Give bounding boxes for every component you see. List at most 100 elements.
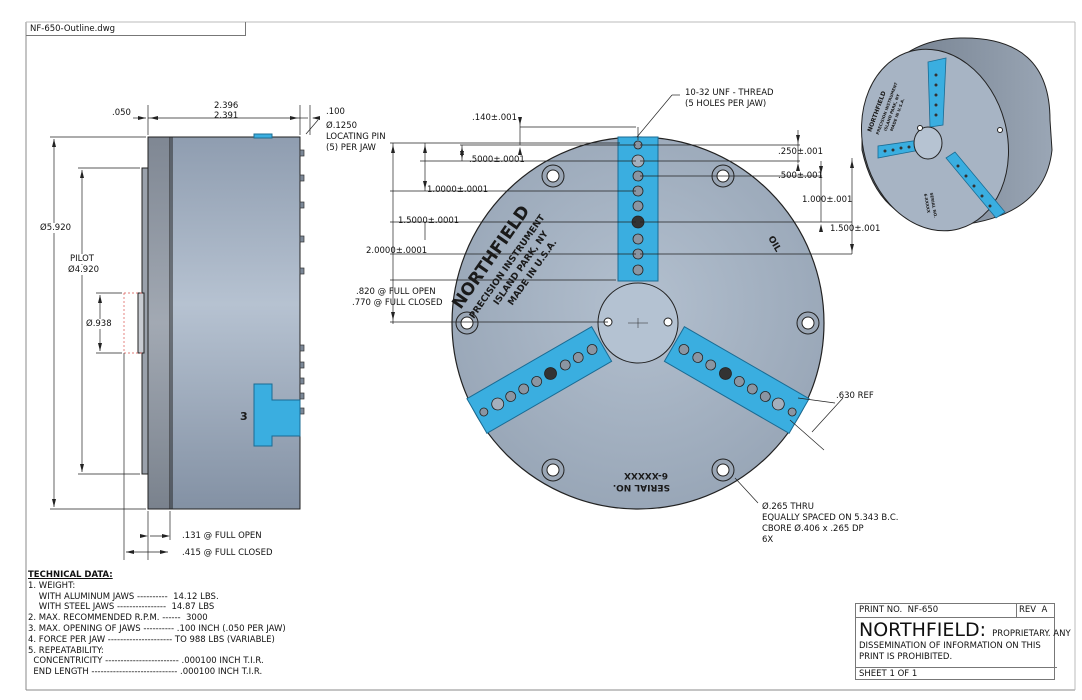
iso-jaws — [877, 57, 1006, 219]
iso-serial-label: SERIAL NO. — [929, 192, 938, 218]
tech-row: 2. MAX. RECOMMENDED R.P.M. ------ 3000 — [28, 613, 208, 624]
side-dia-938: Ø.938 — [86, 319, 112, 329]
side-locating-pins — [299, 149, 305, 415]
hole-note-1: Ø.265 THRU — [762, 502, 815, 512]
front-serial-engraving: SERIAL NO. 6-XXXXX — [613, 470, 670, 492]
jaw-hole-set-left — [479, 344, 598, 417]
front-dim-5000: .5000±.0001 — [469, 155, 525, 165]
side-dim-050: .050 — [112, 108, 131, 118]
front-serial-label: SERIAL NO. — [613, 482, 670, 492]
mount-hole — [711, 458, 735, 482]
tech-row: 1. WEIGHT: — [28, 580, 76, 591]
tech-row: WITH ALUMINUM JAWS ---------- 14.12 LBS. — [28, 591, 219, 602]
iso-hub — [913, 126, 943, 160]
tech-row: CONCENTRICITY ------------------------ .… — [28, 656, 264, 667]
jaw-hole-set-right — [678, 344, 797, 417]
iso-jaw-top — [927, 57, 947, 128]
front-ref-630: .630 REF — [836, 391, 874, 401]
hole-note-3: CBORE Ø.406 x .265 DP — [762, 524, 864, 534]
iso-mount-hole — [997, 127, 1003, 133]
print-number-field: PRINT NO. NF-650 — [859, 605, 938, 615]
iso-jaw-holes — [883, 73, 992, 208]
side-dim-2391: 2.391 — [214, 111, 239, 121]
thread-label-2: (5 HOLES PER JAW) — [685, 99, 767, 109]
tech-row: 3. MAX. OPENING OF JAWS ---------- .100 … — [28, 623, 286, 634]
side-dimension-lines — [50, 105, 320, 560]
front-dim-250: .250±.001 — [778, 147, 823, 157]
front-dim-15000: 1.5000±.0001 — [398, 216, 460, 226]
side-dia-5920: Ø5.920 — [40, 223, 72, 233]
front-arrowheads — [391, 117, 854, 320]
iso-serial-number: 6-XXXXX — [923, 193, 931, 213]
side-jaw-number: 3 — [240, 410, 248, 423]
company-line: NORTHFIELD: PROPRIETARY. ANY — [859, 620, 1071, 644]
jaw-hole-set-top — [631, 140, 645, 276]
print-no-value: NF-650 — [907, 605, 939, 615]
print-no-label: PRINT NO. — [859, 605, 903, 615]
front-dim-140: .140±.001 — [472, 113, 517, 123]
technical-data-title: TECHNICAL DATA: — [28, 570, 113, 580]
front-dim-1000: 1.000±.001 — [802, 195, 853, 205]
notice-line-2: DISSEMINATION OF INFORMATION ON THIS — [859, 641, 1041, 651]
mount-hole — [541, 164, 565, 188]
rev-value: A — [1041, 605, 1048, 615]
side-full-open: .131 @ FULL OPEN — [182, 531, 262, 541]
front-dim-10000: 1.0000±.0001 — [427, 185, 489, 195]
front-jaw-holes — [479, 140, 797, 417]
sheet-label: SHEET — [859, 669, 887, 679]
hole-note-2: EQUALLY SPACED ON 5.343 B.C. — [762, 513, 899, 523]
side-hidden-lines — [123, 292, 142, 354]
iso-jaw-right — [945, 151, 1006, 219]
side-dim-100: .100 — [326, 107, 345, 117]
tech-row: 5. REPEATABILITY: — [28, 645, 104, 656]
side-full-closed: .415 @ FULL CLOSED — [182, 548, 273, 558]
notice-line-3: PRINT IS PROHIBITED. — [859, 652, 953, 662]
rev-label: REV — [1019, 605, 1037, 615]
technical-data: TECHNICAL DATA: 1. WEIGHT: WITH ALUMINUM… — [28, 570, 286, 678]
sheet-field: SHEET 1 OF 1 — [856, 667, 1057, 680]
of-label: OF — [897, 669, 910, 679]
side-jaw-3 — [253, 383, 301, 447]
front-dim-20000: 2.0000±.0001 — [366, 246, 428, 256]
side-top-jaw-tab — [253, 133, 273, 139]
hole-note-4: 6X — [762, 535, 774, 545]
title-block-header: PRINT NO. NF-650 REV A — [856, 604, 1054, 618]
front-serial-number: 6-XXXXX — [624, 470, 668, 480]
front-mount-holes — [455, 164, 820, 482]
iso-engraving: NORTHFIELD PRECISION INSTRUMENT ISLAND P… — [866, 81, 905, 135]
locating-pin-label-2: LOCATING PIN — [326, 132, 386, 142]
revision-field: REV A — [1019, 605, 1047, 615]
jaw-full-closed: .770 @ FULL CLOSED — [352, 298, 443, 308]
mount-hole — [541, 458, 565, 482]
company-name: NORTHFIELD: — [859, 619, 987, 641]
side-pilot-dia: Ø4.920 — [68, 265, 100, 275]
notice-line-1: PROPRIETARY. ANY — [992, 629, 1071, 639]
sheet-number: 1 — [889, 669, 895, 679]
jaw-full-open: .820 @ FULL OPEN — [356, 287, 436, 297]
locating-pin-label-3: (5) PER JAW — [326, 143, 376, 153]
mount-hole — [455, 311, 479, 335]
front-hub-pin-right — [663, 317, 673, 327]
title-block: PRINT NO. NF-650 REV A NORTHFIELD: PROPR… — [855, 603, 1071, 680]
tech-row: 4. FORCE PER JAW --------------------- T… — [28, 634, 275, 645]
thread-label-1: 10-32 UNF - THREAD — [685, 88, 774, 98]
side-pilot-label: PILOT — [70, 254, 94, 264]
iso-mount-hole — [917, 125, 923, 131]
tech-row: END LENGTH ---------------------------- … — [28, 667, 263, 678]
side-dim-2396: 2.396 — [214, 101, 239, 111]
notice-block: DISSEMINATION OF INFORMATION ON THIS PRI… — [859, 641, 1041, 663]
iso-serial-engraving: SERIAL NO. 6-XXXXX — [923, 192, 938, 218]
title-block-divider — [1016, 604, 1017, 617]
side-arrowheads — [52, 116, 320, 554]
locating-pin-label: Ø.1250 — [326, 121, 358, 131]
front-center-mark — [628, 318, 648, 328]
front-dim-500: .500±.001 — [778, 171, 823, 181]
file-name: NF-650-Outline.dwg — [30, 24, 116, 34]
sheet-total: 1 — [911, 669, 918, 679]
mount-hole — [796, 311, 820, 335]
tech-row: WITH STEEL JAWS ---------------- 14.87 L… — [28, 602, 215, 613]
